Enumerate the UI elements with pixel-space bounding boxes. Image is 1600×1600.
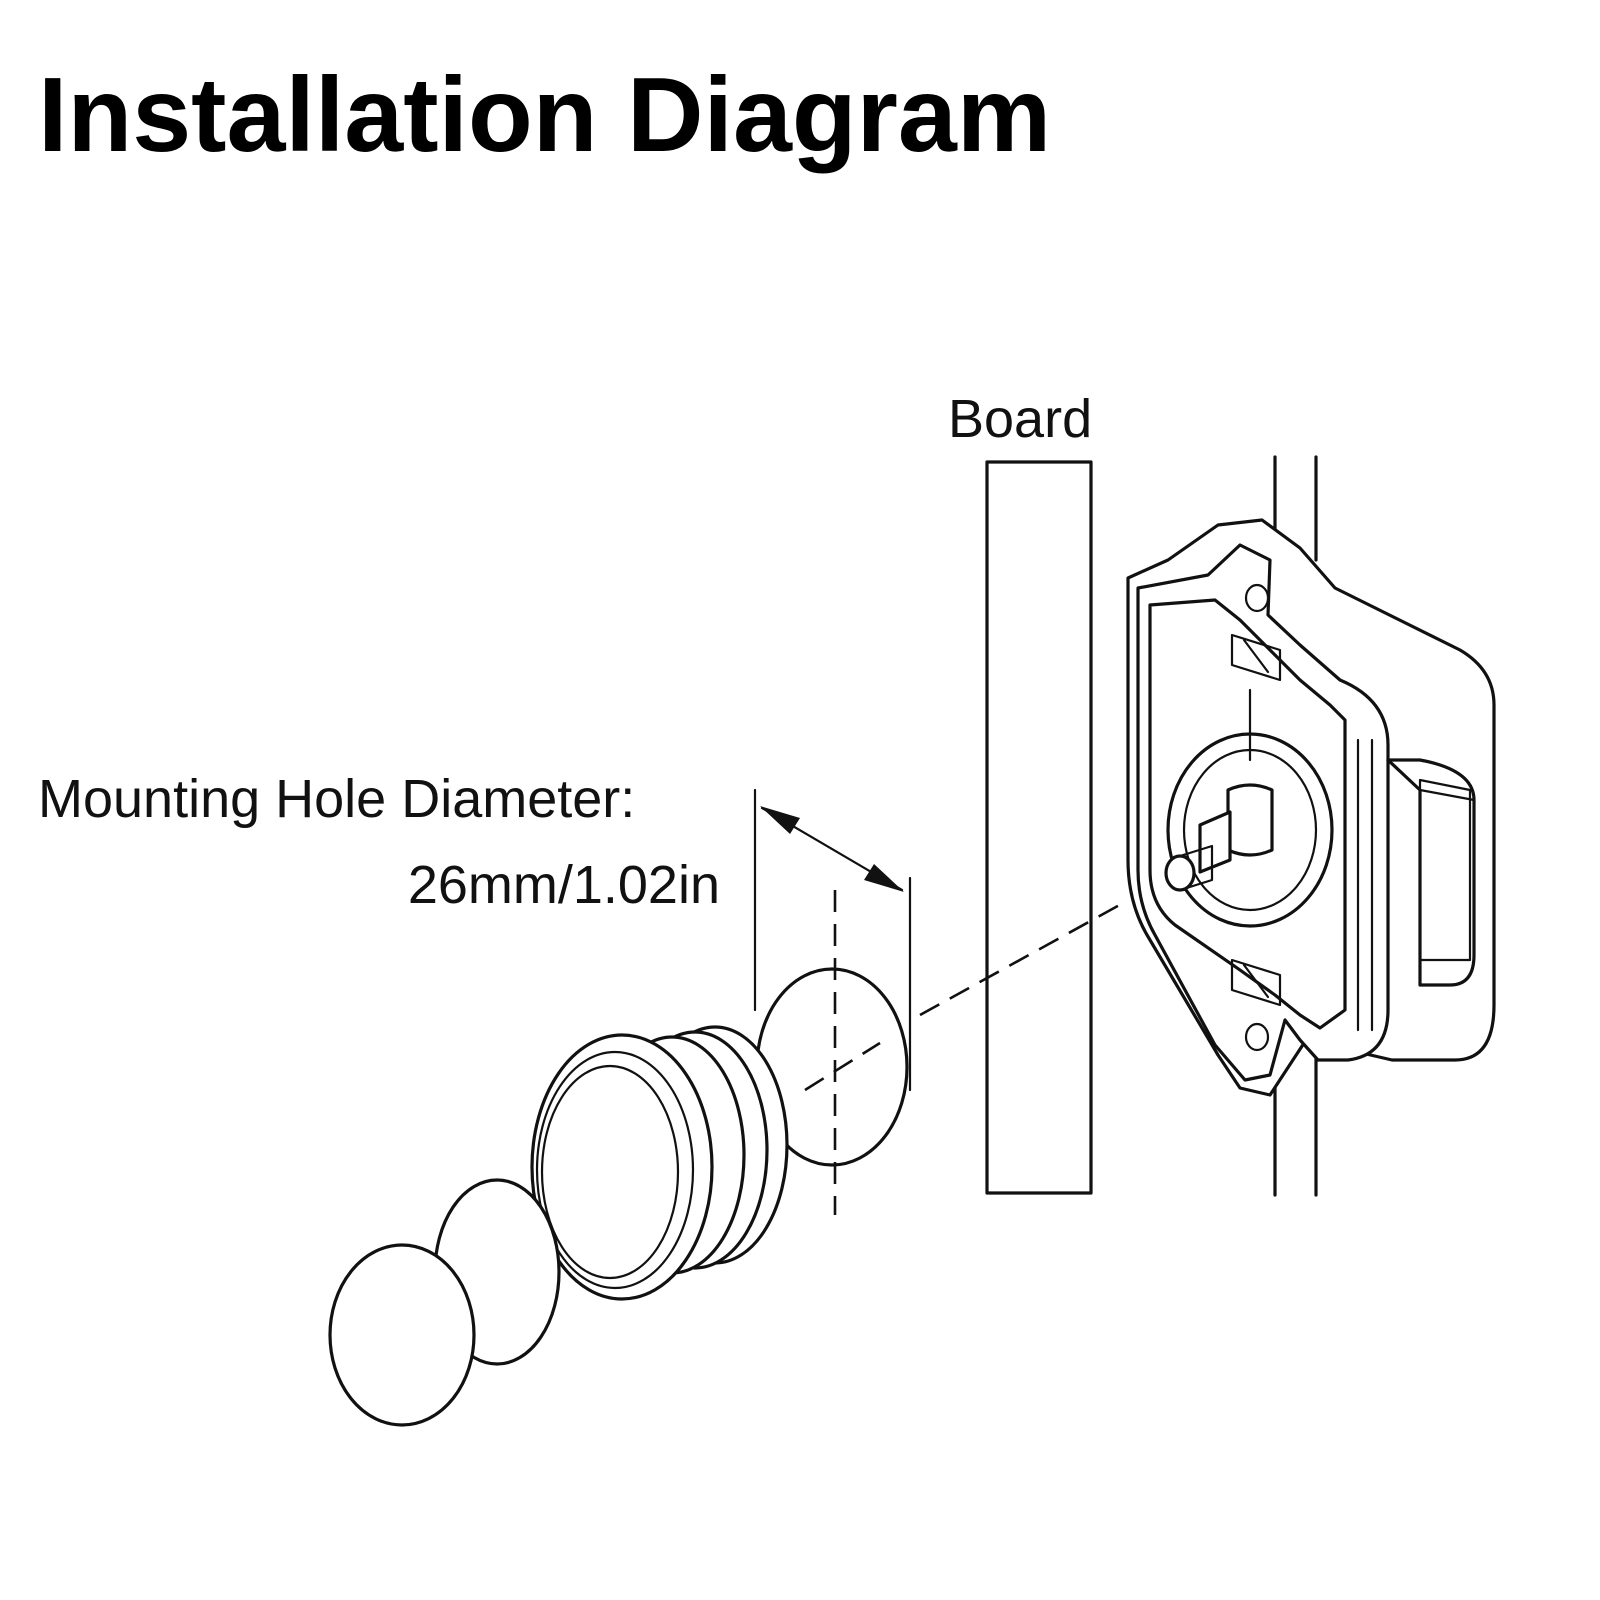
diagram-title: Installation Diagram: [38, 56, 1052, 174]
lock-body: [1126, 518, 1496, 1097]
hole-dimension: [753, 788, 912, 1092]
frame-rails: [1273, 455, 1318, 1197]
button-bezel: [530, 1025, 789, 1301]
dimension-arrow-left: [760, 806, 800, 834]
push-button: [328, 1178, 561, 1427]
board-label: Board: [948, 389, 1093, 449]
center-axis: [804, 890, 1126, 1215]
hole-diameter-label: Mounting Hole Diameter:: [38, 769, 636, 829]
board-panel: [985, 460, 1093, 1195]
hole-diameter-value: 26mm/1.02in: [407, 855, 720, 915]
dimension-arrow-right: [864, 864, 904, 892]
